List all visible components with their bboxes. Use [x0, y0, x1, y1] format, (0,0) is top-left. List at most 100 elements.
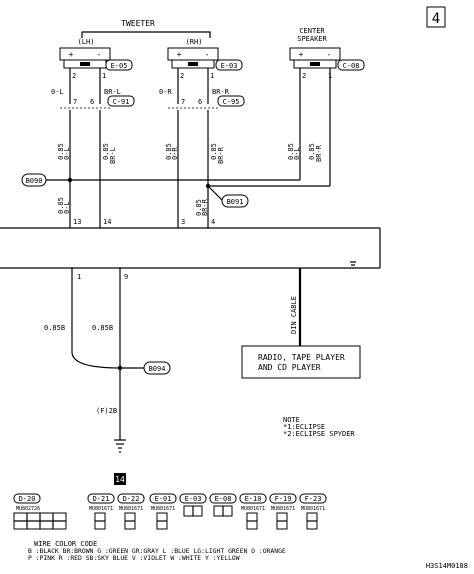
mid-w4-color: BR-R: [217, 146, 225, 164]
splice-b090: B090: [21, 173, 73, 187]
legend-f23-sub: MU801671: [301, 506, 325, 512]
legend-f19-id: F-19: [275, 495, 292, 503]
legend-f19-sub: MU801671: [271, 506, 295, 512]
legend-d22-sub: MU801671: [119, 506, 143, 512]
tweeter-lh-plus: +: [69, 50, 74, 59]
mid-w1-color: 0-L: [63, 147, 71, 160]
connector-c08-box: [337, 59, 365, 71]
mid-w5-size: 0.85: [287, 143, 295, 160]
legend-f23: F-23 MU801671: [299, 493, 327, 530]
junction-left-pin6: 6: [90, 98, 94, 106]
splice-b091-label: B091: [227, 198, 244, 206]
splice-b094: B094: [117, 361, 171, 375]
radio-line-1: RADIO, TAPE PLAYER: [258, 353, 345, 362]
mid-w6-size: 0.85: [308, 143, 316, 160]
legend-e01-id: E-01: [155, 495, 172, 503]
tweeter-lh-label: (LH): [78, 38, 95, 46]
mid-w3-size: 0.85: [165, 143, 173, 160]
legend-d21-sub: MU801671: [89, 506, 113, 512]
tweeter-rh: + -: [167, 47, 219, 69]
legend-d21-id: D-21: [93, 495, 110, 503]
legend-d22-id: D-22: [123, 495, 140, 503]
unit-pin-3: 3: [181, 218, 185, 226]
legend-d20-sub: MU802726: [16, 506, 40, 512]
mid-w1-size: 0.85: [57, 143, 65, 160]
connector-c95-box: [217, 95, 245, 107]
legend-d22: D-22 MU801671: [117, 493, 145, 530]
wire-color-code-row-1: B :BLACK BR:BROWN G :GREEN GR:GRAY L :BL…: [28, 547, 286, 555]
legend-e08: E-08: [209, 493, 237, 517]
tweeter-lh-pin2: 2: [72, 72, 76, 80]
mid-w2-size: 0.85: [102, 143, 110, 160]
ground-right-label: 0.85B: [92, 324, 113, 332]
ground-symbol: [114, 439, 126, 453]
unit-pin-13: 13: [73, 218, 81, 226]
legend-f23-id: F-23: [305, 495, 322, 503]
splice-b091: B091: [205, 183, 249, 208]
note-title: NOTE: [283, 416, 300, 424]
lower-w1-color: 0-L: [63, 201, 71, 214]
legend-e10: E-10 MU801671: [239, 493, 267, 530]
junction-right-pin6: 6: [198, 98, 202, 106]
tweeter-title: TWEETER: [121, 19, 155, 28]
connector-c91-box: [107, 95, 135, 107]
tweeter-rh-pin2: 2: [180, 72, 184, 80]
din-cable-label: DIN CABLE: [290, 296, 298, 334]
center-speaker-minus: -: [327, 50, 332, 59]
ground-number-box: [114, 473, 126, 485]
legend-e08-id: E-08: [215, 495, 232, 503]
wire-rh-plus-label: 0-R: [159, 88, 172, 96]
unit-ground-mark: [350, 261, 356, 269]
mid-w2-color: BR-L: [109, 147, 117, 164]
connector-c95-label: C-95: [223, 98, 240, 106]
connector-e03-box: [215, 59, 243, 71]
legend-d21: D-21 MU801671: [87, 493, 115, 530]
ground-main-label: (F)2B: [96, 407, 117, 415]
legend-f19: F-19 MU801671: [269, 493, 297, 530]
center-speaker-plus: +: [299, 50, 304, 59]
junction-right-pin7: 7: [181, 98, 185, 106]
wire-lh-plus-label: 0-L: [51, 88, 64, 96]
legend-e01: E-01 MU801671: [149, 493, 177, 530]
center-speaker: + -: [289, 47, 341, 69]
center-speaker-pin2: 2: [302, 72, 306, 80]
wire-color-code-row-2: P :PINK R :RED SB:SKY BLUE V :VIOLET W :…: [28, 554, 240, 562]
tweeter-rh-minus: -: [205, 50, 210, 59]
wire-color-code-title: WIRE COLOR CODE: [34, 540, 97, 548]
connector-e05-label: E-05: [111, 62, 128, 70]
lower-w2-size: 0.85: [195, 199, 203, 216]
wire-rh-minus-label: BR-R: [212, 88, 230, 96]
tweeter-rh-label: (RH): [186, 38, 203, 46]
tweeter-bracket: [81, 31, 211, 38]
connector-e05-box: [105, 59, 133, 71]
legend-e10-sub: MU801671: [241, 506, 265, 512]
note-line-1: *1:ECLIPSE: [283, 423, 325, 431]
legend-e01-sub: MU801671: [151, 506, 175, 512]
center-speaker-title-2: SPEAKER: [297, 35, 327, 43]
splice-b090-label: B090: [26, 177, 43, 185]
unit-pin-9: 9: [124, 273, 128, 281]
radio-unit-body: [0, 227, 381, 269]
legend-e03-id: E-03: [185, 495, 202, 503]
tweeter-rh-pin1: 1: [210, 72, 214, 80]
mid-w3-color: 0-R: [171, 147, 179, 160]
connector-e03-label: E-03: [221, 62, 238, 70]
tweeter-lh-minus: -: [97, 50, 102, 59]
wire-lh-minus-label: BR-L: [104, 88, 121, 96]
connector-c08-label: C-08: [343, 62, 360, 70]
junction-left-pin7: 7: [73, 98, 77, 106]
tweeter-lh-pin1: 1: [102, 72, 106, 80]
lower-w2-color: BR-R: [201, 198, 209, 216]
radio-line-2: AND CD PLAYER: [258, 363, 321, 372]
page-number: 4: [432, 11, 440, 27]
unit-pin-14: 14: [103, 218, 111, 226]
wire-ground-left: [71, 268, 121, 369]
legend-d20-id: D-20: [19, 495, 36, 503]
legend-e03: E-03: [179, 493, 207, 517]
mid-w5-color: 0-L: [293, 147, 301, 160]
ground-left-label: 0.85B: [44, 324, 65, 332]
page-number-box: [426, 6, 446, 28]
unit-pin-1: 1: [77, 273, 81, 281]
unit-pin-4: 4: [211, 218, 215, 226]
